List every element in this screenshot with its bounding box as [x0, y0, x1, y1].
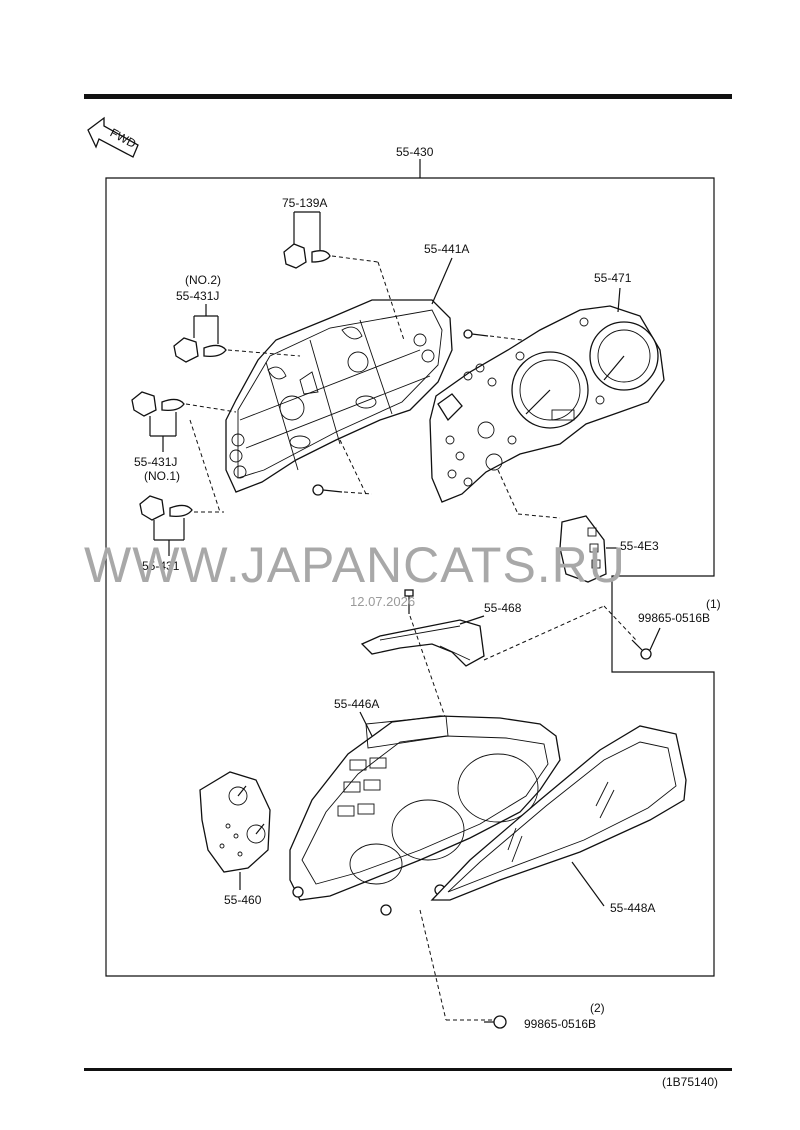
label-socket-no1: 55-431J — [134, 455, 177, 469]
top-rule — [84, 94, 732, 99]
label-connector: 55-4E3 — [620, 539, 659, 553]
glass-part — [430, 725, 687, 901]
label-gauge: 55-460 — [224, 893, 262, 907]
bracket-part — [360, 619, 485, 667]
label-no1: (NO.1) — [144, 469, 180, 483]
label-socket-top: 75-139A — [282, 196, 327, 210]
assembly-outline — [105, 159, 715, 977]
socket-55-431j-no1 — [131, 391, 185, 417]
label-case: 55-441A — [424, 242, 469, 256]
label-socket: 55-431 — [142, 559, 180, 573]
connector-part — [559, 515, 607, 583]
gauge-part — [199, 771, 271, 873]
screw2-icon — [484, 1015, 507, 1029]
fwd-arrow-icon: FWD — [87, 116, 139, 158]
label-print-panel: 55-471 — [594, 271, 632, 285]
label-screw1-num: (1) — [706, 597, 721, 611]
label-no2: (NO.2) — [185, 273, 221, 287]
watermark-date: 12.07.2026 — [350, 594, 415, 609]
bottom-rule — [84, 1068, 732, 1071]
label-bracket: 55-468 — [484, 601, 522, 615]
socket-55-431j-no2 — [173, 337, 227, 363]
label-screw1: 99865-0516B — [638, 611, 710, 625]
print-panel-part — [429, 305, 665, 503]
label-screw2: 99865-0516B — [524, 1017, 596, 1031]
watermark: WWW.JAPANCATS.RU — [84, 537, 626, 593]
page-code: (1B75140) — [662, 1075, 718, 1089]
housing-part — [289, 715, 561, 916]
socket-55-431 — [139, 495, 193, 521]
case-part — [225, 299, 453, 493]
panel-screw-icon — [463, 329, 489, 339]
label-housing: 55-446A — [334, 697, 379, 711]
label-socket-no2: 55-431J — [176, 289, 219, 303]
label-screw2-num: (2) — [590, 1001, 605, 1015]
label-assembly: 55-430 — [396, 145, 434, 159]
case-screw-icon — [312, 484, 343, 496]
label-glass: 55-448A — [610, 901, 655, 915]
bracket-screw-icon — [404, 589, 414, 614]
screw1-icon — [631, 639, 652, 660]
socket-75-139a — [283, 243, 331, 269]
